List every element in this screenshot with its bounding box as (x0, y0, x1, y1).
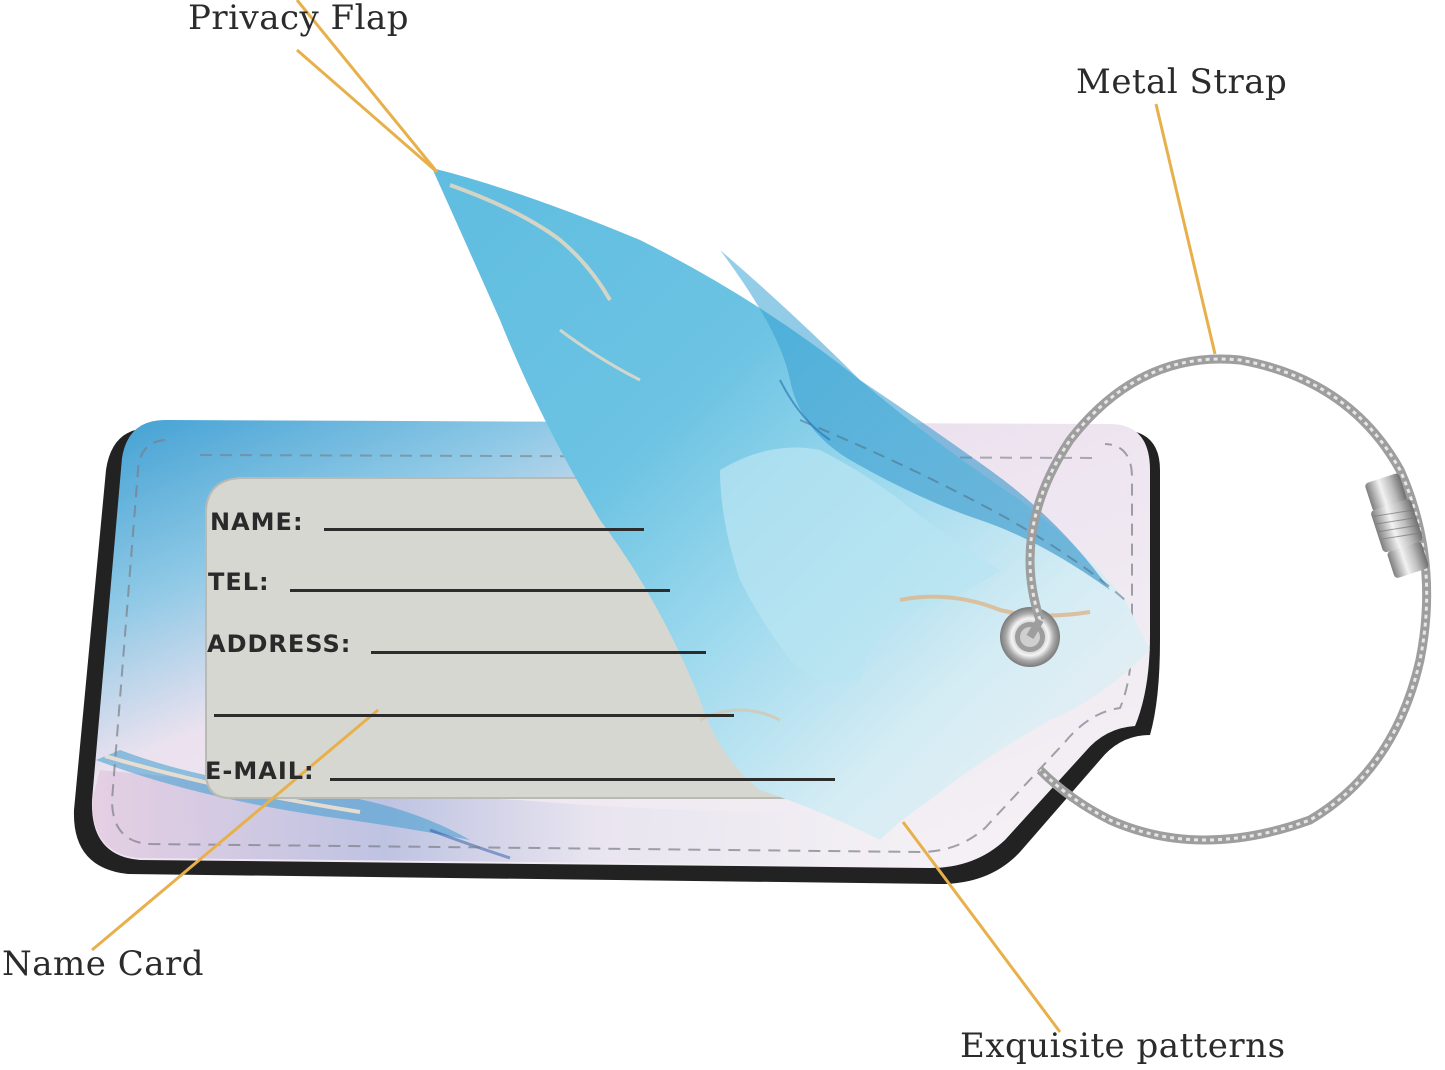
field-line-name (324, 528, 644, 531)
field-line-tel (290, 589, 670, 592)
field-label-email: E-MAIL: (205, 757, 315, 785)
metal-strap-leader (1154, 103, 1217, 355)
field-label-name: NAME: (210, 508, 304, 536)
field-line-email (330, 778, 835, 781)
name-card-leader (91, 708, 379, 952)
exquisite-patterns-leader (901, 821, 1062, 1033)
callout-exquisite-patterns: Exquisite patterns (960, 1026, 1286, 1066)
field-label-address: ADDRESS: (207, 630, 352, 658)
field-line-address-2 (214, 714, 734, 717)
callout-lines (91, 0, 1217, 1033)
screw-lock (1365, 473, 1429, 578)
field-line-address (371, 651, 706, 654)
callout-privacy-flap: Privacy Flap (188, 0, 410, 38)
privacy-flap-leader (295, 0, 439, 173)
callout-metal-strap: Metal Strap (1076, 62, 1288, 102)
field-label-tel: TEL: (208, 568, 270, 596)
callout-name-card: Name Card (2, 944, 204, 984)
